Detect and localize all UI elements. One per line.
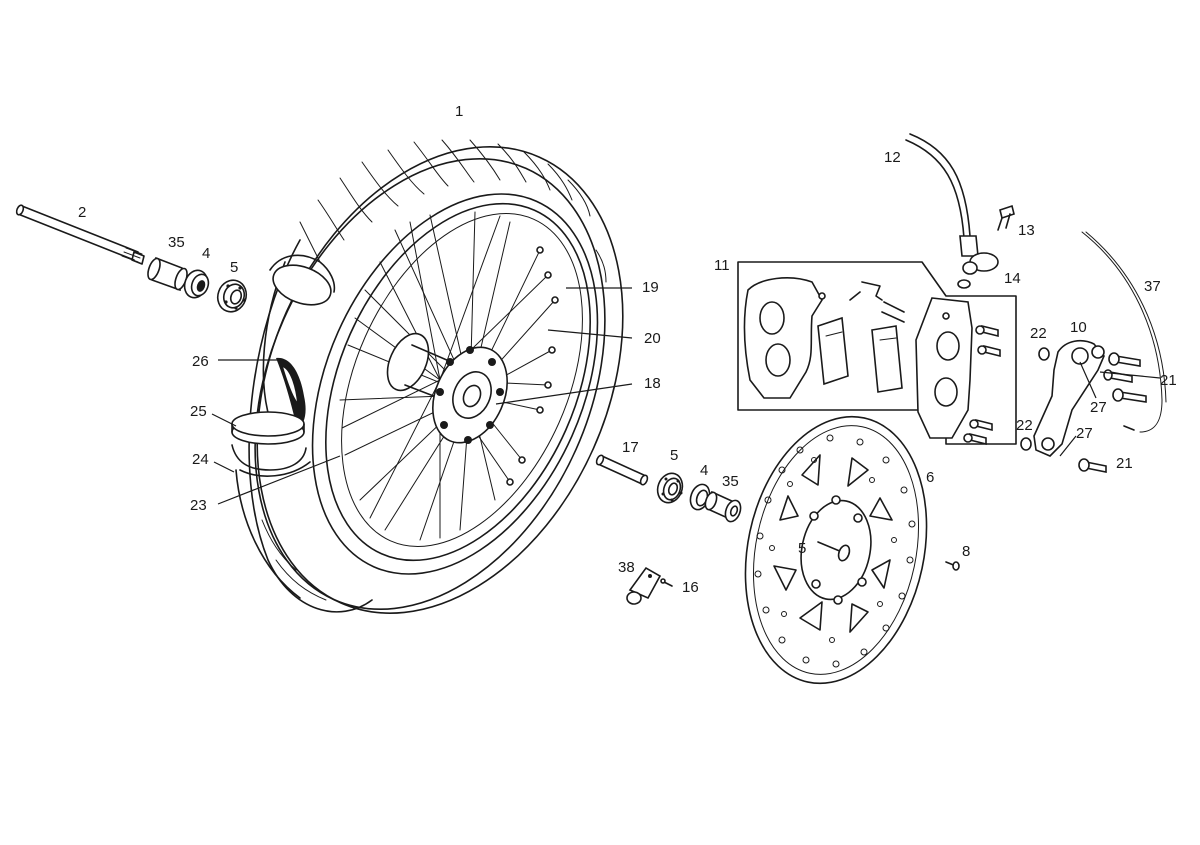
left-seal-drawing [183, 269, 210, 299]
callout-bearing-right: 5 [670, 447, 678, 464]
callout-hub: 18 [644, 375, 661, 392]
rim-band-drawing [231, 411, 305, 445]
callout-hose-washer: 14 [1004, 270, 1021, 287]
callout-brake-hose: 12 [884, 149, 901, 166]
valve-drawing [276, 357, 306, 430]
bracket-washers-drawing [1020, 347, 1050, 451]
callout-axle: 2 [78, 204, 86, 221]
caliper-kit-drawing [737, 261, 1017, 446]
hose-washer-drawing [957, 279, 971, 289]
callout-tube: 24 [192, 451, 209, 468]
left-spacer-drawing [147, 256, 188, 292]
callout-caliper-bolt-bottom: 21 [1116, 455, 1133, 472]
callout-caliper-kit: 11 [714, 257, 730, 274]
callout-pin: 17 [622, 439, 639, 456]
leader-lines [211, 287, 1161, 505]
callout-bracket-bushing-bottom: 27 [1076, 425, 1093, 442]
callout-tyre: 23 [190, 497, 207, 514]
callout-disc-screw: 8 [962, 543, 970, 560]
callout-bracket: 10 [1070, 319, 1087, 336]
sensor-drawing [626, 566, 662, 605]
callout-wheel: 1 [455, 103, 463, 120]
callout-sensor: 38 [618, 559, 635, 576]
tube-drawing [231, 444, 311, 477]
left-bearing-drawing [216, 279, 248, 313]
callout-rim-band: 25 [190, 403, 207, 420]
right-spacer-drawing [704, 490, 742, 523]
bracket-bolts-drawing [1078, 352, 1147, 473]
callout-spoke: 20 [644, 330, 661, 347]
callout-seal-right: 4 [700, 462, 708, 479]
hub-drawing [386, 332, 508, 444]
callout-seal-left: 4 [202, 245, 210, 262]
brake-disc-drawing [744, 415, 928, 685]
tyre-drawing [235, 139, 624, 614]
callout-bearing-left: 5 [230, 259, 238, 276]
bracket-drawing [1033, 339, 1105, 457]
brake-hose-drawing [905, 133, 999, 275]
callout-bracket-washer-bottom: 22 [1016, 417, 1033, 434]
callout-bracket-bushing-top: 27 [1090, 399, 1107, 416]
callout-rim: 19 [642, 279, 659, 296]
callout-hose-right: 37 [1144, 278, 1161, 295]
callout-disc: 6 [926, 469, 934, 486]
axle-drawing [15, 204, 145, 265]
callout-hub-label: 5 [798, 540, 806, 557]
sensor-screw-drawing [660, 578, 673, 587]
callout-valve: 26 [192, 353, 209, 370]
callout-spacer-left: 35 [168, 234, 185, 251]
callout-caliper-bolt-top: 21 [1160, 372, 1177, 389]
callout-sensor-screw: 16 [682, 579, 699, 596]
callout-bracket-washer-top: 22 [1030, 325, 1047, 342]
callout-hose-bolt: 13 [1018, 222, 1035, 239]
hose-bolt-drawing [997, 204, 1015, 231]
callout-spacer-right: 35 [722, 473, 739, 490]
right-pin-drawing [595, 454, 649, 486]
right-hose-drawing [1081, 231, 1167, 433]
rim-drawing [311, 193, 599, 575]
disc-screw-drawing [945, 561, 960, 571]
right-bearing-drawing [656, 472, 684, 504]
